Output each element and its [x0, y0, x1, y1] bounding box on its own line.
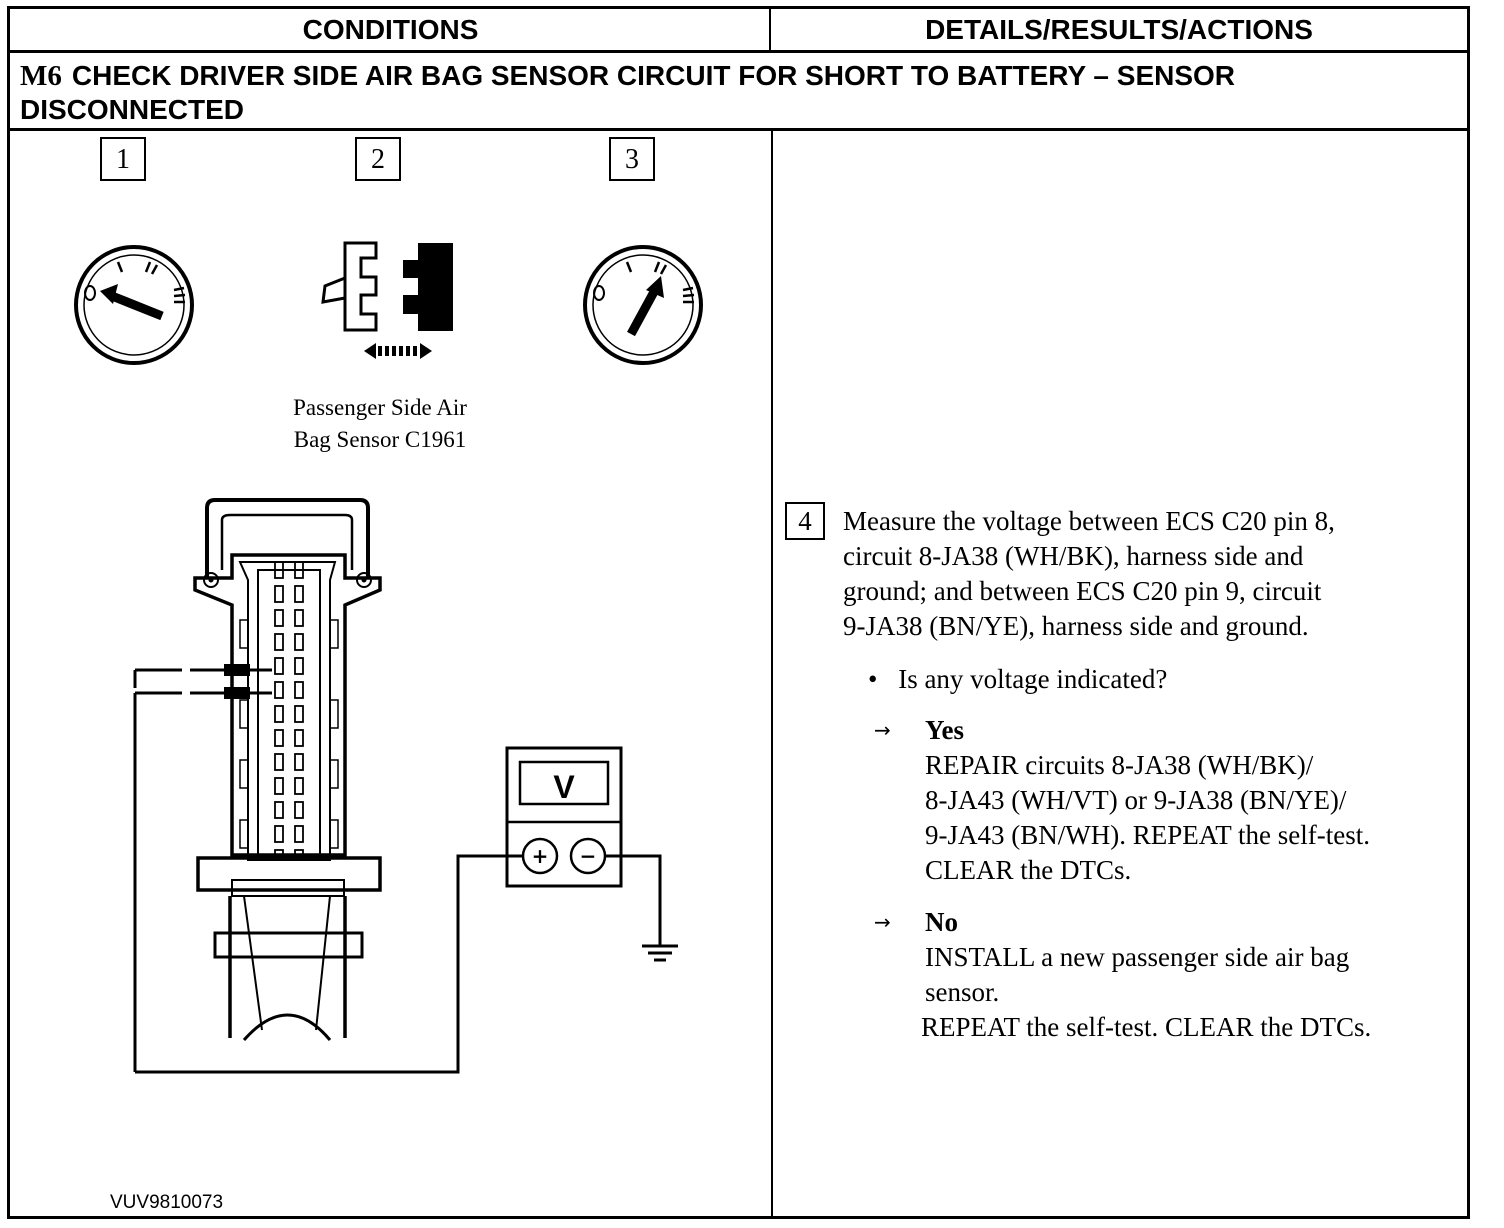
yes-line: 9-JA43 (BN/WH). REPEAT the self-test.	[925, 820, 1370, 850]
step-box-3-number: 3	[625, 144, 639, 175]
question-bullet: • Is any voltage indicated?	[868, 662, 1167, 697]
yes-line: REPAIR circuits 8-JA38 (WH/BK)/	[925, 750, 1314, 780]
instruction-text: Measure the voltage between ECS C20 pin …	[843, 504, 1335, 644]
yes-arrow-icon: →	[874, 718, 891, 742]
step-title-line1: CHECK DRIVER SIDE AIR BAG SENSOR CIRCUIT…	[71, 60, 1236, 91]
instruction-line: ground; and between ECS C20 pin 9, circu…	[843, 576, 1322, 606]
step-title-line2: DISCONNECTED	[20, 94, 245, 125]
connector-side-ribs	[239, 619, 339, 849]
meter-plus-terminal: +	[532, 844, 549, 868]
bullet-icon: •	[868, 664, 878, 694]
ignition-switch-on-icon	[583, 245, 703, 365]
step-code: M6	[20, 60, 62, 92]
ground-icon	[642, 944, 678, 962]
voltmeter-icon: V + −	[505, 746, 623, 888]
column-divider	[771, 131, 773, 1219]
step-box-2: 2	[355, 137, 401, 181]
meter-wires	[135, 854, 662, 1074]
no-branch: No INSTALL a new passenger side air bag …	[921, 905, 1371, 1045]
no-line: sensor.	[925, 977, 1000, 1007]
ignition-switch-off-icon	[74, 245, 194, 365]
no-line: REPEAT the self-test. CLEAR the DTCs.	[921, 1012, 1372, 1042]
no-arrow-icon: →	[874, 910, 891, 934]
instruction-line: 9-JA38 (BN/YE), harness side and ground.	[843, 611, 1309, 641]
caption-line2: Bag Sensor C1961	[293, 427, 467, 452]
yes-line: CLEAR the DTCs.	[925, 855, 1132, 885]
instruction-line: Measure the voltage between ECS C20 pin …	[843, 506, 1335, 536]
step-title: M6 CHECK DRIVER SIDE AIR BAG SENSOR CIRCU…	[10, 53, 1467, 131]
step-box-4: 4	[785, 502, 825, 540]
details-header: DETAILS/RESULTS/ACTIONS	[925, 13, 1313, 45]
connector-caption: Passenger Side Air Bag Sensor C1961	[260, 392, 500, 456]
no-line: INSTALL a new passenger side air bag	[925, 942, 1350, 972]
connector-pin-grid	[274, 561, 304, 859]
conditions-header: CONDITIONS	[302, 13, 479, 45]
header-divider	[769, 9, 771, 53]
step-box-3: 3	[609, 137, 655, 181]
yes-line: 8-JA43 (WH/VT) or 9-JA38 (BN/YE)/	[925, 785, 1347, 815]
meter-minus-terminal: −	[580, 844, 597, 868]
instruction-line: circuit 8-JA38 (WH/BK), harness side and	[843, 541, 1304, 571]
step-box-1: 1	[100, 137, 146, 181]
meter-label: V	[553, 769, 575, 805]
step-box-1-number: 1	[116, 144, 130, 175]
caption-line1: Passenger Side Air	[293, 395, 467, 420]
connector-disconnect-icon	[321, 241, 453, 359]
yes-label: Yes	[925, 715, 964, 745]
sensor-connector-c1961	[193, 498, 382, 1041]
procedure-table: CONDITIONS DETAILS/RESULTS/ACTIONS M6 CHE…	[7, 6, 1470, 1219]
question-text: Is any voltage indicated?	[898, 664, 1168, 694]
step-box-2-number: 2	[371, 144, 385, 175]
header-row: CONDITIONS DETAILS/RESULTS/ACTIONS	[10, 9, 1467, 53]
yes-branch: Yes REPAIR circuits 8-JA38 (WH/BK)/ 8-JA…	[925, 713, 1370, 888]
figure-id: VUV9810073	[110, 1192, 224, 1213]
test-probes	[133, 664, 272, 1072]
no-label: No	[925, 907, 958, 937]
